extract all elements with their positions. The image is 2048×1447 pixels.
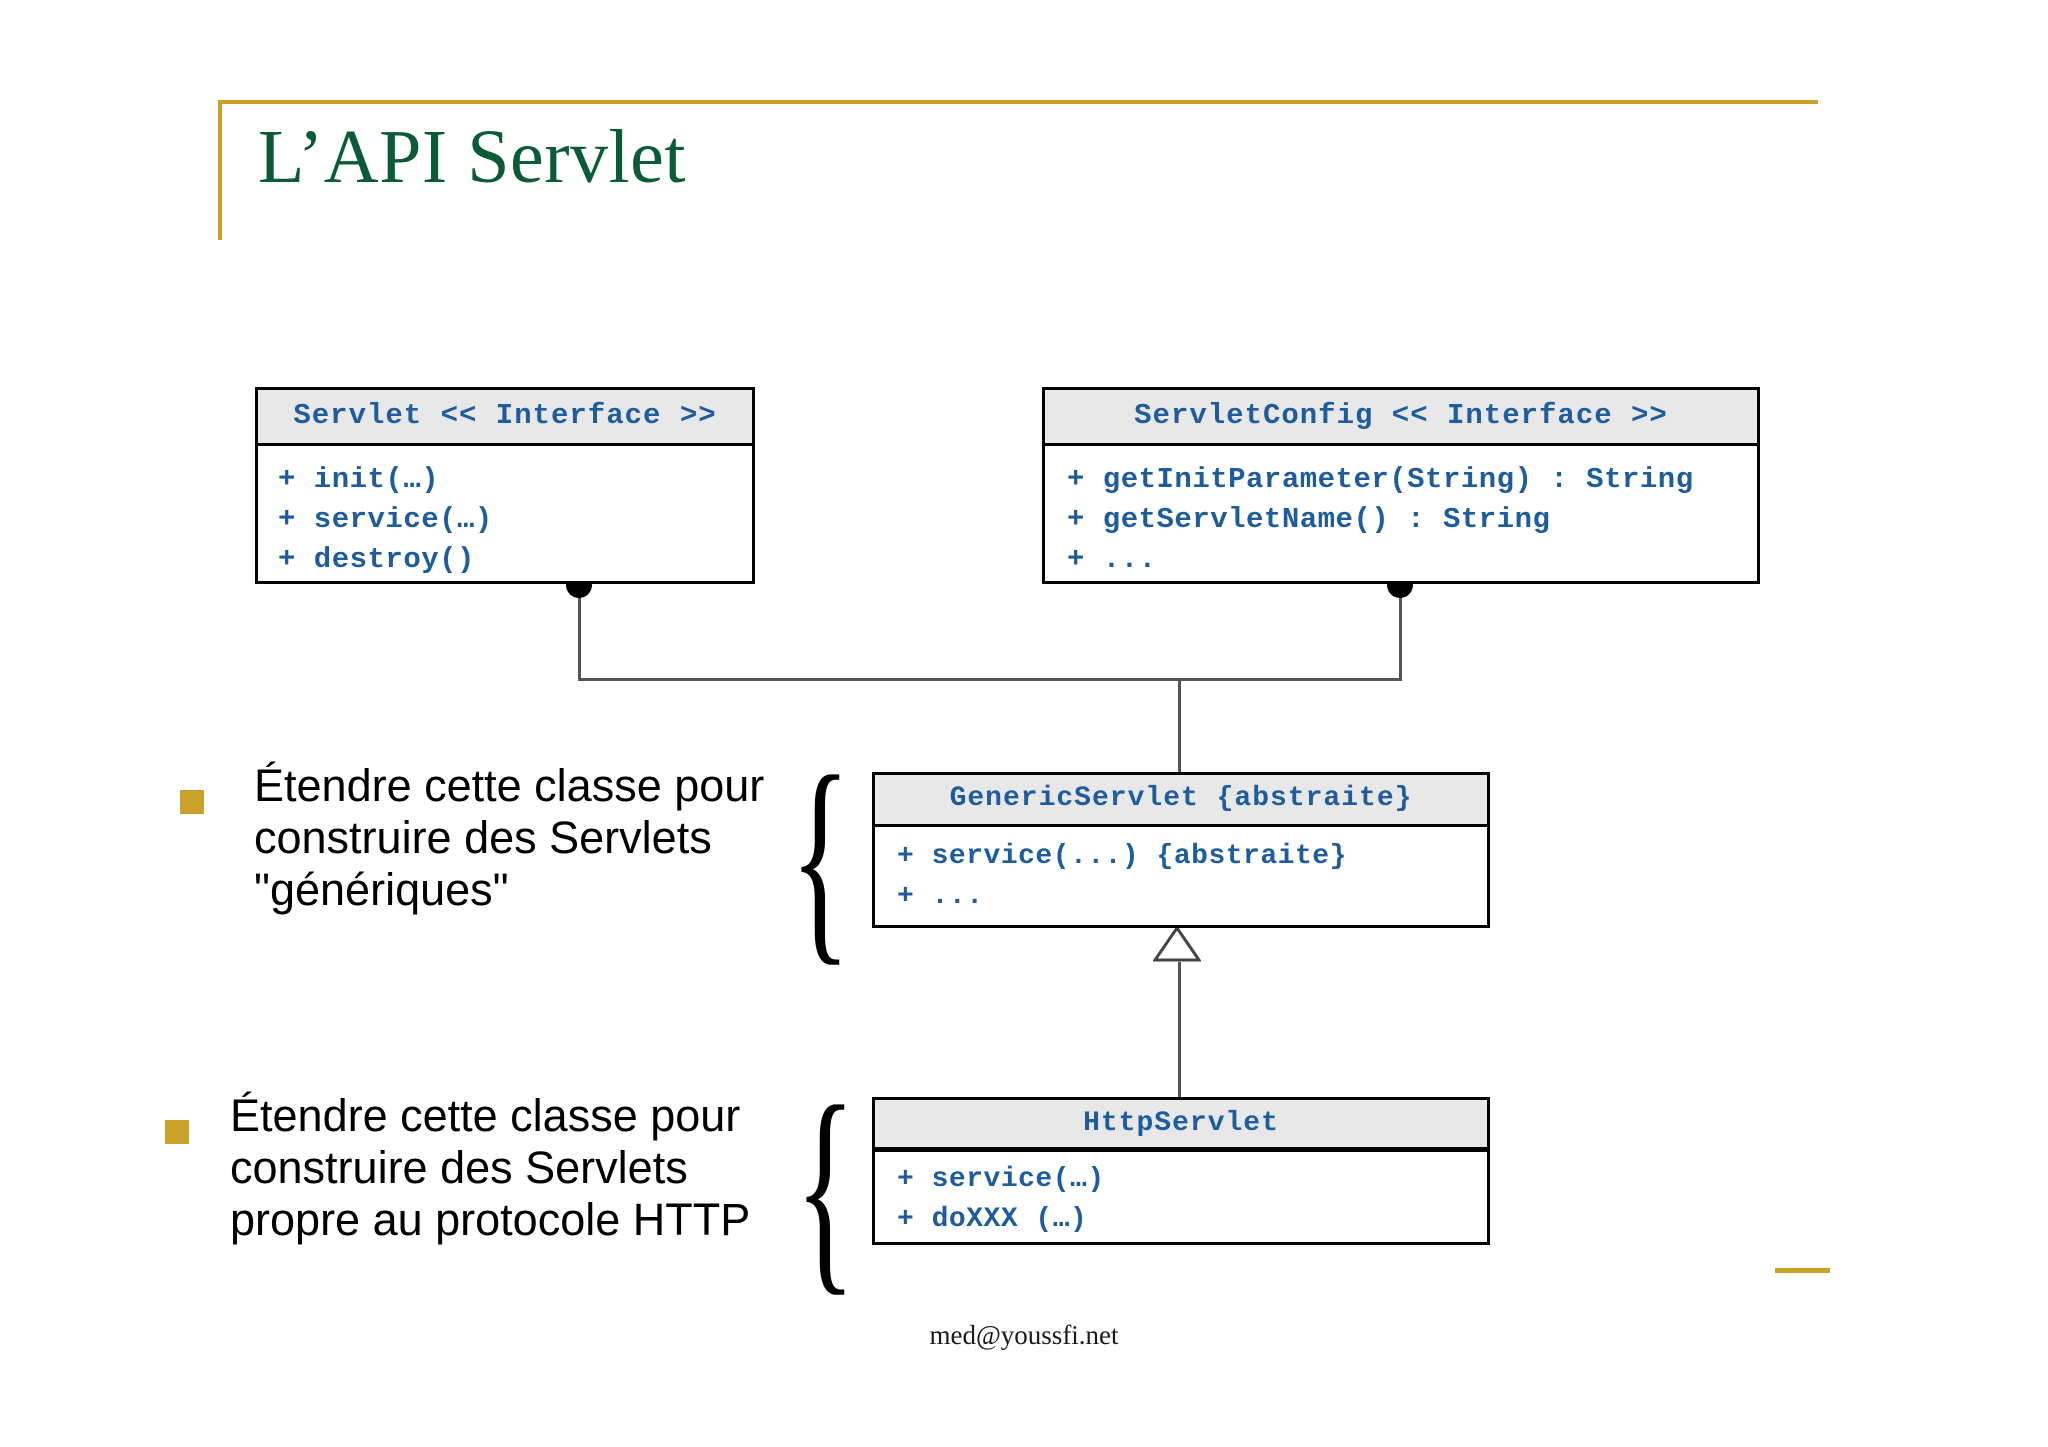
uml-class-genericservlet-members: + service(...) {abstraite} + ...: [875, 827, 1487, 917]
title-top-rule: [218, 100, 1818, 104]
uml-member: + doXXX (…): [897, 1204, 1088, 1235]
footer-email: med@youssfi.net: [929, 1320, 1119, 1350]
connector-rail-to-genericservlet: [1178, 678, 1181, 774]
connector-horizontal-rail: [578, 678, 1402, 681]
uml-member: + ...: [1067, 543, 1157, 576]
uml-class-httpservlet[interactable]: HttpServlet + service(…) + doXXX (…): [872, 1097, 1490, 1245]
curly-brace-icon-http: {: [795, 1059, 856, 1314]
page-title: L’API Servlet: [258, 115, 686, 199]
uml-class-servlet[interactable]: Servlet << Interface >> + init(…) + serv…: [255, 387, 755, 584]
uml-member: + init(…): [278, 463, 440, 496]
uml-member: + service(...) {abstraite}: [897, 841, 1347, 872]
square-bullet-icon: [180, 790, 204, 814]
uml-class-httpservlet-title: HttpServlet: [875, 1100, 1487, 1152]
uml-class-servlet-title: Servlet << Interface >>: [258, 390, 752, 446]
uml-member: + service(…): [278, 503, 493, 536]
uml-class-genericservlet[interactable]: GenericServlet {abstraite} + service(...…: [872, 772, 1490, 928]
title-left-rule: [218, 100, 222, 240]
bullet-text: Étendre cette classe pour construire des…: [254, 760, 765, 915]
title-area: L’API Servlet: [218, 100, 1818, 240]
uml-member: + getServletName() : String: [1067, 503, 1551, 536]
uml-member: + service(…): [897, 1164, 1105, 1195]
bullet-text: Étendre cette classe pour construire des…: [230, 1090, 751, 1245]
uml-class-servletconfig[interactable]: ServletConfig << Interface >> + getInitP…: [1042, 387, 1760, 584]
uml-member: + getInitParameter(String) : String: [1067, 463, 1694, 496]
uml-class-servletconfig-title: ServletConfig << Interface >>: [1045, 390, 1757, 446]
uml-member: + destroy(): [278, 543, 475, 576]
connector-servlet-down: [578, 584, 581, 680]
connector-httpservlet-up: [1178, 962, 1181, 1097]
curly-brace-icon-generic: {: [790, 729, 851, 984]
uml-class-httpservlet-members: + service(…) + doXXX (…): [875, 1152, 1487, 1240]
connector-servletconfig-down: [1399, 584, 1402, 680]
generalization-triangle-icon: [1153, 926, 1201, 962]
uml-class-servlet-members: + init(…) + service(…) + destroy(): [258, 446, 752, 580]
uml-class-servletconfig-members: + getInitParameter(String) : String + ge…: [1045, 446, 1757, 580]
uml-member: + ...: [897, 881, 984, 912]
accent-dash: [1775, 1268, 1830, 1273]
uml-class-genericservlet-title: GenericServlet {abstraite}: [875, 775, 1487, 827]
square-bullet-icon: [165, 1120, 189, 1144]
